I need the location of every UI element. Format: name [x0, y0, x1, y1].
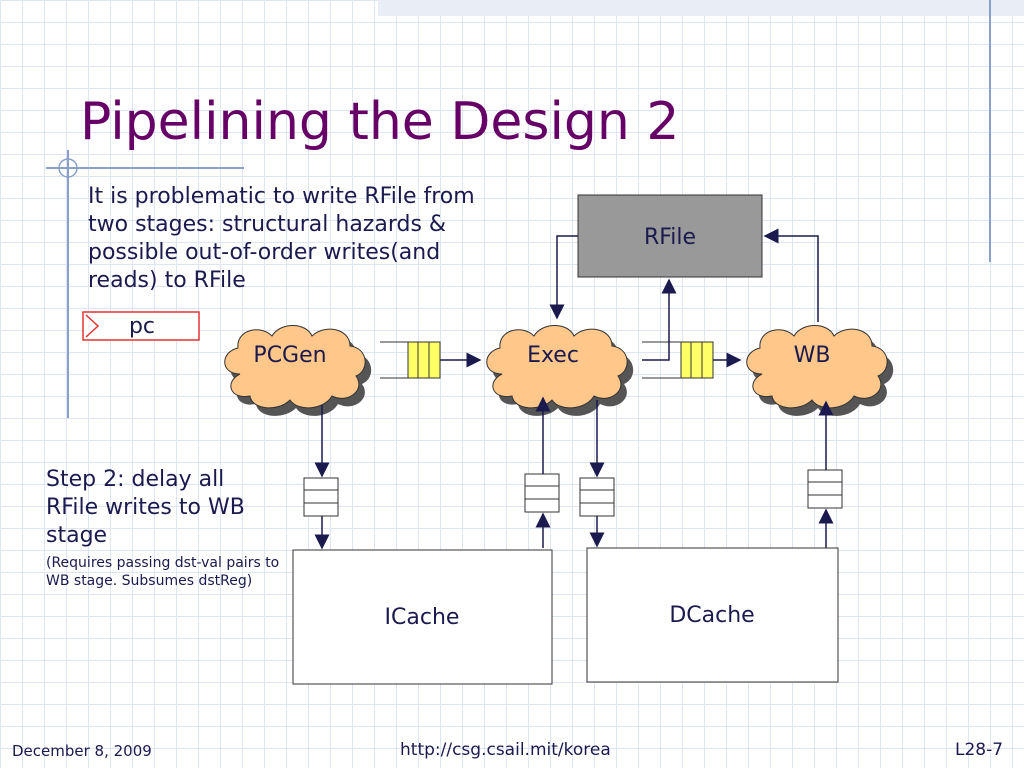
- fifo-exec-dcache: [579, 477, 615, 517]
- step-text: Step 2: delay all RFile writes to WB sta…: [46, 467, 245, 548]
- dcache-label: DCache: [669, 603, 754, 628]
- page-title: Pipelining the Design 2: [80, 92, 680, 152]
- icache-label: ICache: [385, 605, 460, 630]
- arrow-exec-to-rfile: [642, 278, 677, 361]
- pc-label: pc: [129, 314, 155, 339]
- pcgen-label: PCGen: [253, 343, 326, 368]
- dcache-box: [586, 547, 839, 683]
- exec-cloud: [486, 325, 634, 416]
- fifo-pcgen-icache: [303, 477, 339, 517]
- fifo-dcache-wb: [807, 469, 843, 509]
- rfile-label: RFile: [644, 225, 696, 250]
- footer-date: December 8, 2009: [12, 742, 152, 760]
- exec-label: Exec: [527, 343, 579, 368]
- fifo-exec-wb: [642, 341, 714, 379]
- pcgen-cloud: [224, 325, 372, 416]
- footer-url: http://csg.csail.mit/korea: [400, 740, 611, 760]
- bullet-text: It is problematic to write RFile from tw…: [88, 184, 475, 293]
- pc-chevron-icon: [85, 314, 100, 338]
- rfile-box: [577, 194, 763, 278]
- arrow-rfile-to-exec: [549, 235, 578, 320]
- icache-box: [292, 549, 553, 685]
- wb-label: WB: [794, 343, 831, 368]
- fifo-pcgen-exec: [380, 341, 441, 379]
- arrow-wb-to-rfile: [763, 228, 819, 322]
- slide-number: L28-7: [955, 740, 1004, 760]
- note-text: (Requires passing dst-val pairs to WB st…: [46, 555, 280, 589]
- fifo-icache-exec: [524, 473, 560, 513]
- pc-box: [82, 311, 200, 341]
- wb-cloud: [746, 325, 894, 416]
